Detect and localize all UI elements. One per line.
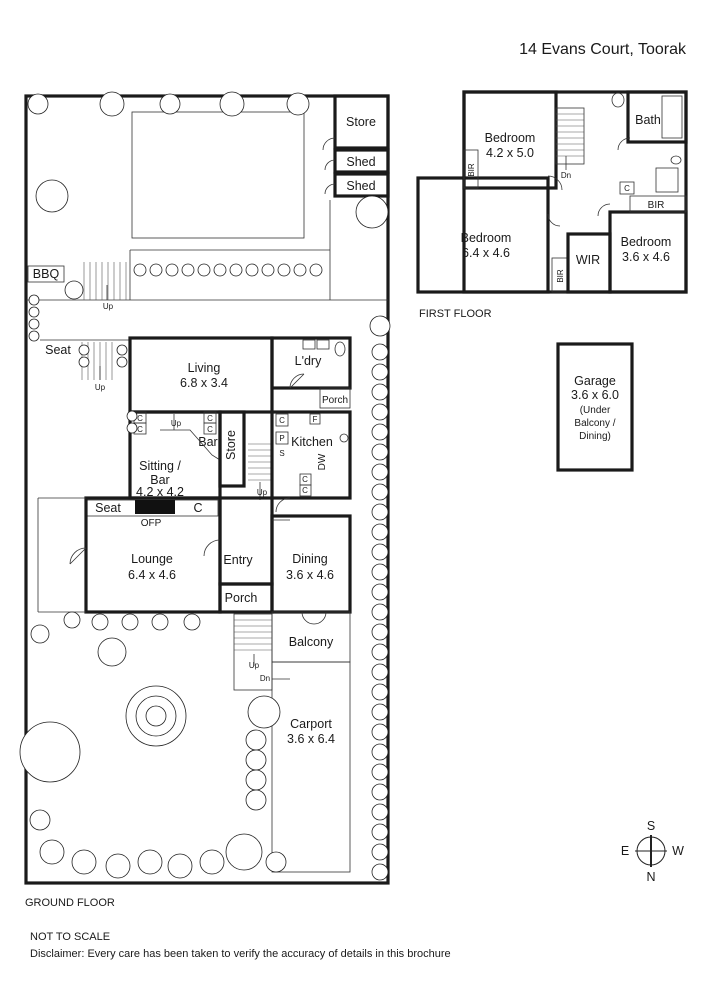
shed-1	[333, 148, 390, 174]
living-label: Living	[188, 361, 221, 375]
carport-label: Carport	[290, 717, 332, 731]
ofp-label: OFP	[141, 518, 162, 529]
compass-rose: S W E N	[621, 819, 684, 884]
carport-size: 3.6 x 6.4	[287, 732, 335, 746]
laundry-room	[270, 336, 352, 390]
sitting-size: 4.2 x 4.2	[136, 485, 184, 499]
laundry-label: L'dry	[295, 354, 322, 368]
bir-label-2: BIR	[648, 200, 665, 211]
svg-text:Dn: Dn	[561, 171, 571, 180]
store-inner	[218, 410, 246, 488]
shed-label-1: Shed	[346, 155, 375, 169]
bedroom-3-size: 3.6 x 4.6	[622, 250, 670, 264]
bath-label: Bath	[635, 113, 661, 127]
svg-text:C: C	[207, 425, 213, 434]
garage-size: 3.6 x 6.0	[571, 388, 619, 402]
entry-label: Entry	[223, 553, 253, 567]
bedroom-2-size: 6.4 x 4.6	[462, 246, 510, 260]
garage	[556, 342, 634, 472]
svg-text:Up: Up	[171, 419, 182, 428]
bathroom	[626, 90, 688, 144]
seat-garden-label: Seat	[45, 343, 71, 357]
sitting-label-2: Bar	[150, 473, 169, 487]
bir-label-3: BIR	[556, 269, 565, 283]
ground-floor-caption: GROUND FLOOR	[25, 897, 115, 909]
disclaimer-note: Disclaimer: Every care has been taken to…	[30, 948, 451, 960]
store-label: Store	[346, 115, 376, 129]
up-label-bbq: Up	[103, 302, 114, 311]
svg-text:C: C	[137, 414, 143, 423]
shed-2	[333, 172, 390, 198]
svg-text:C: C	[137, 425, 143, 434]
bir-label-1: BIR	[467, 163, 476, 177]
compass-s: S	[647, 819, 655, 833]
svg-text:Up: Up	[249, 661, 260, 670]
svg-text:S: S	[279, 449, 284, 458]
svg-text:C: C	[302, 486, 308, 495]
svg-text:Dn: Dn	[260, 674, 270, 683]
dishwasher-label: DW	[317, 453, 328, 470]
svg-text:C: C	[302, 475, 308, 484]
bedroom-1-size: 4.2 x 5.0	[486, 146, 534, 160]
bbq-box	[27, 265, 65, 283]
svg-text:C: C	[207, 414, 213, 423]
seat-lounge-label: Seat	[95, 501, 121, 515]
svg-text:C: C	[624, 184, 630, 193]
pool	[131, 111, 305, 239]
dining-size: 3.6 x 4.6	[286, 568, 334, 582]
lounge-size: 6.4 x 4.6	[128, 568, 176, 582]
garage-plan: Garage 3.6 x 6.0 (Under Balcony / Dining…	[556, 342, 634, 472]
compass-w: W	[672, 844, 684, 858]
bar-label: Bar	[198, 435, 217, 449]
kitchen-room	[270, 410, 352, 500]
garage-label: Garage	[574, 374, 616, 388]
shed-label-2: Shed	[346, 179, 375, 193]
bedroom-2	[416, 176, 550, 294]
ground-floor-plan: Store Shed Shed BBQ Up Seat Up Living 6.…	[19, 91, 391, 909]
compass-e: E	[621, 844, 629, 858]
garden-trees	[19, 91, 391, 881]
garage-note-3: Dining)	[579, 431, 611, 442]
carport	[271, 661, 351, 873]
store-inner-label: Store	[224, 430, 238, 460]
svg-text:P: P	[279, 434, 284, 443]
fireplace	[135, 500, 175, 514]
living-size: 6.8 x 3.4	[180, 376, 228, 390]
garage-note-2: Balcony /	[574, 418, 615, 429]
compass-n: N	[646, 870, 655, 884]
dining-label: Dining	[292, 552, 327, 566]
store-room	[333, 94, 390, 150]
porch-side-label: Porch	[322, 395, 348, 406]
svg-text:F: F	[313, 415, 318, 424]
bedroom-3-label: Bedroom	[621, 235, 672, 249]
kitchen-label: Kitchen	[291, 435, 333, 449]
lounge-label: Lounge	[131, 552, 173, 566]
bedroom-1-label: Bedroom	[485, 131, 536, 145]
front-porch	[218, 582, 274, 614]
porch-front-label: Porch	[225, 591, 258, 605]
wir-label: WIR	[576, 253, 600, 267]
sitting-label: Sitting /	[139, 459, 181, 473]
svg-text:C: C	[279, 416, 285, 425]
first-floor-plan: Dn Bath BIR BIR C BIR WIR Bedroom 4.2 x …	[416, 90, 688, 320]
not-to-scale-note: NOT TO SCALE	[30, 931, 110, 943]
bbq-label: BBQ	[33, 267, 60, 281]
garage-note-1: (Under	[580, 405, 611, 416]
property-address: 14 Evans Court, Toorak	[519, 41, 687, 58]
site-boundary	[24, 94, 390, 885]
svg-text:C: C	[193, 501, 202, 515]
first-floor-caption: FIRST FLOOR	[419, 308, 492, 320]
living-room	[128, 336, 274, 414]
up-label-seat: Up	[95, 383, 106, 392]
svg-text:Up: Up	[257, 488, 268, 497]
entry-hall	[218, 496, 274, 586]
bedroom-2-label: Bedroom	[461, 231, 512, 245]
balcony-label: Balcony	[289, 635, 334, 649]
walk-in-robe	[566, 232, 612, 294]
